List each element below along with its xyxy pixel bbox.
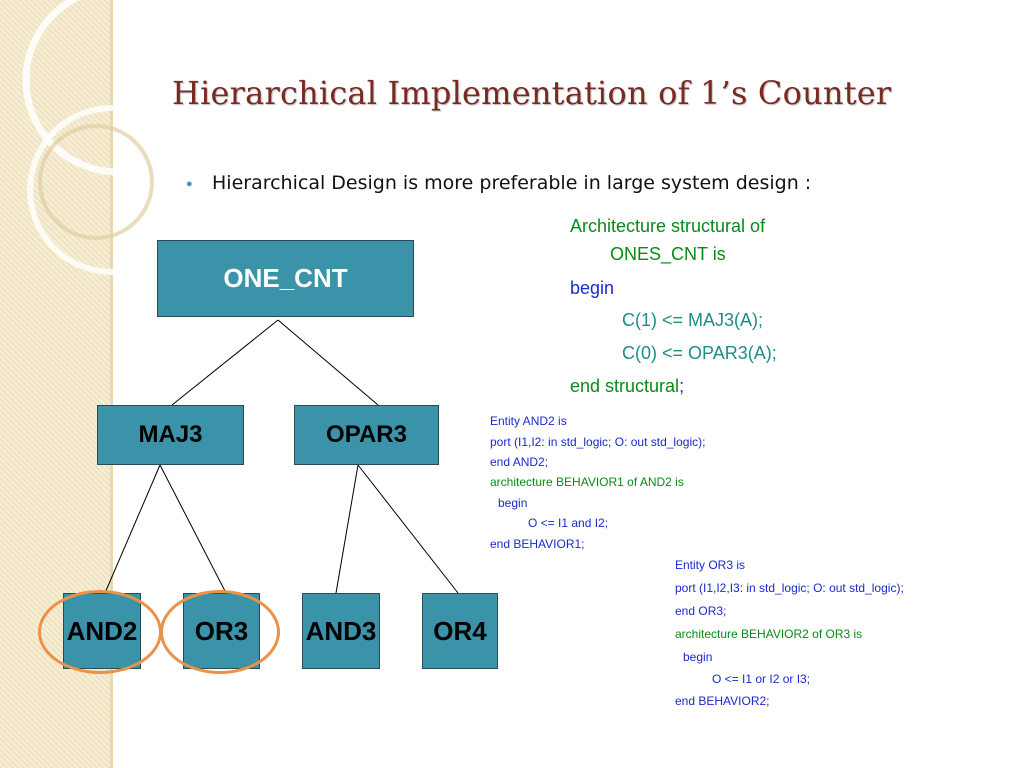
node-one-cnt: ONE_CNT <box>157 240 414 317</box>
edge-root-maj3 <box>171 319 279 406</box>
and2-line-3: end AND2; <box>490 455 549 469</box>
edge-root-opar3 <box>277 319 379 406</box>
or3-line-4: architecture BEHAVIOR2 of OR3 is <box>675 627 863 641</box>
or3-line-6: O <= I1 or I2 or I3; <box>712 672 811 686</box>
and2-line-1: Entity AND2 is <box>490 414 567 428</box>
arch-stmt-2: C(0) <= OPAR3(A); <box>622 343 777 363</box>
or3-line-5: begin <box>683 650 713 664</box>
or3-line-3: end OR3; <box>675 604 727 618</box>
arch-begin: begin <box>570 278 615 298</box>
node-and2: AND2 <box>63 593 141 669</box>
node-and3: AND3 <box>302 593 380 669</box>
arch-line-1: Architecture structural of <box>570 216 766 236</box>
and2-line-2: port (I1,I2: in std_logic; O: out std_lo… <box>490 435 706 449</box>
arch-end: end structural; <box>570 376 684 397</box>
arch-end-semicolon: ; <box>679 376 685 396</box>
edge-opar3-or4 <box>357 464 459 594</box>
edge-opar3-and3 <box>335 464 359 594</box>
or3-line-1: Entity OR3 is <box>675 558 746 572</box>
and2-line-4: architecture BEHAVIOR1 of AND2 is <box>490 475 684 489</box>
edge-maj3-and2 <box>104 464 161 594</box>
arch-end-text: end structural <box>570 376 680 396</box>
node-or3: OR3 <box>183 593 260 669</box>
node-maj3: MAJ3 <box>97 405 244 465</box>
or3-line-2: port (I1,I2,I3: in std_logic; O: out std… <box>675 581 904 595</box>
bullet-dot-icon: ● <box>186 178 193 190</box>
arch-line-2: ONES_CNT is <box>610 244 726 264</box>
arch-stmt-1: C(1) <= MAJ3(A); <box>622 310 764 330</box>
and2-line-5: begin <box>498 496 528 510</box>
slide-title: Hierarchical Implementation of 1’s Count… <box>172 74 892 112</box>
node-opar3: OPAR3 <box>294 405 439 465</box>
decorative-circles <box>22 0 214 275</box>
and2-line-6: O <= I1 and I2; <box>528 516 609 530</box>
bullet-text: Hierarchical Design is more preferable i… <box>212 172 812 194</box>
edge-maj3-or3 <box>159 464 227 594</box>
and2-line-7: end BEHAVIOR1; <box>490 537 585 551</box>
node-or4: OR4 <box>422 593 498 669</box>
or3-line-7: end BEHAVIOR2; <box>675 694 770 708</box>
